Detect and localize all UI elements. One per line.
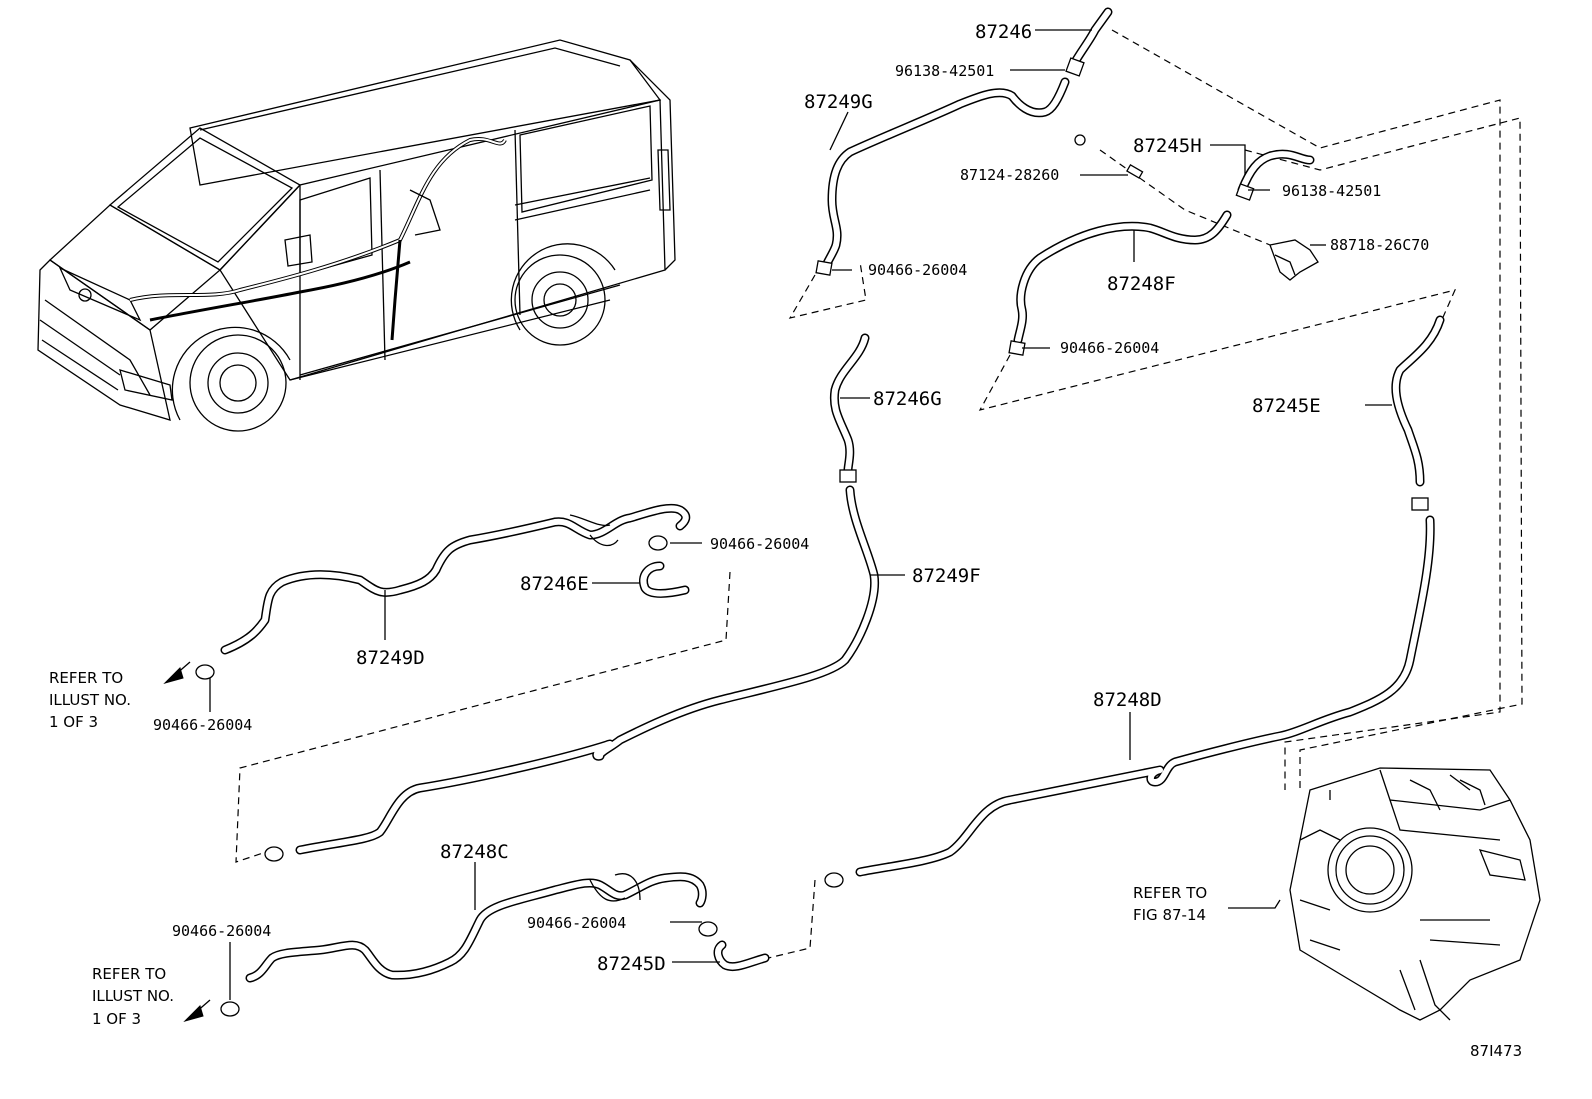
ref-left-bottom-line1: REFER TO [92, 965, 166, 983]
label-87249G: 87249G [804, 91, 873, 113]
label-90466-e: 90466-26004 [172, 922, 271, 940]
label-96138-right: 96138-42501 [1282, 182, 1381, 200]
ref-fig-line1: REFER TO [1133, 884, 1207, 902]
clamps [195, 57, 1429, 1017]
ref-fig-line2: FIG 87-14 [1133, 906, 1206, 924]
dashed-guides [235, 29, 1523, 961]
van-illustration [37, 39, 676, 432]
figure-id: 87I473 [1470, 1042, 1522, 1060]
ref-left-bottom-line3: 1 OF 3 [92, 1010, 141, 1028]
label-87249F: 87249F [912, 565, 981, 587]
label-90466-d: 90466-26004 [153, 716, 252, 734]
label-90466-a: 90466-26004 [868, 261, 967, 279]
label-88718: 88718-26C70 [1330, 236, 1429, 254]
reference-arrows [163, 661, 211, 1022]
label-87246E: 87246E [520, 573, 589, 595]
label-96138-top: 96138-42501 [895, 62, 994, 80]
label-87248D: 87248D [1093, 689, 1162, 711]
ref-left-top-line3: 1 OF 3 [49, 713, 98, 731]
label-87245E: 87245E [1252, 395, 1321, 417]
label-90466-c: 90466-26004 [710, 535, 809, 553]
label-90466-b: 90466-26004 [1060, 339, 1159, 357]
label-87245H: 87245H [1133, 135, 1202, 157]
ref-left-top-line1: REFER TO [49, 669, 123, 687]
label-87246G: 87246G [873, 388, 942, 410]
label-87124: 87124-28260 [960, 166, 1059, 184]
heater-unit [1289, 767, 1541, 1021]
ref-left-bottom-line2: ILLUST NO. [92, 987, 174, 1005]
label-87246: 87246 [975, 21, 1032, 43]
label-87245D: 87245D [597, 953, 666, 975]
ref-left-top-line2: ILLUST NO. [49, 691, 131, 709]
label-87249D: 87249D [356, 647, 425, 669]
label-90466-f: 90466-26004 [527, 914, 626, 932]
hoses [220, 7, 1445, 983]
leader-lines [209, 29, 1392, 1000]
label-87248C: 87248C [440, 841, 509, 863]
part-labels: 87246 96138-42501 87249G 87245H 87124-28… [153, 21, 1429, 975]
label-87248F: 87248F [1107, 273, 1176, 295]
reference-notes: REFER TO ILLUST NO. 1 OF 3 REFER TO ILLU… [49, 669, 1207, 1028]
